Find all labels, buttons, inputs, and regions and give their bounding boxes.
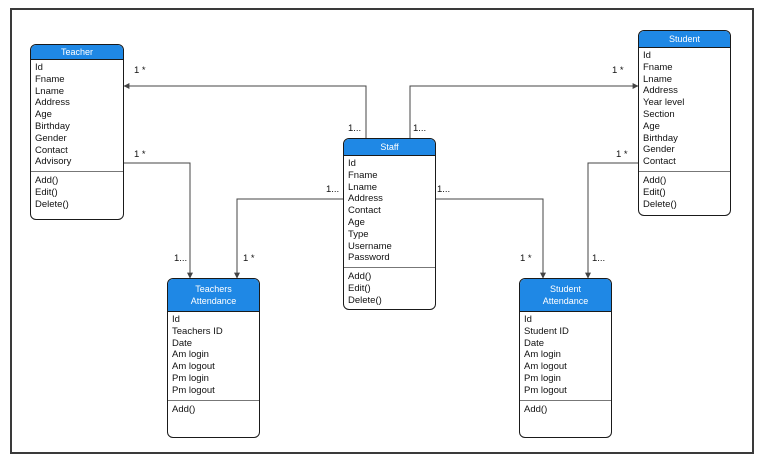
multiplicity-label: 1 * bbox=[134, 149, 146, 160]
link-teacher-teachers-attendance bbox=[124, 162, 193, 279]
attribute-item: Am logout bbox=[524, 361, 567, 373]
attribute-item: Date bbox=[524, 337, 545, 349]
attribute-item: Age bbox=[348, 216, 365, 228]
operation-list: Add()Edit()Delete() bbox=[31, 172, 123, 212]
multiplicity-label: 1 * bbox=[616, 149, 628, 160]
multiplicity-label: 1... bbox=[592, 253, 606, 264]
attribute-item: Age bbox=[35, 109, 52, 121]
operation-item: Add() bbox=[348, 271, 372, 283]
attribute-item: Password bbox=[348, 252, 390, 264]
attribute-item: Contact bbox=[348, 205, 381, 217]
multiplicity-label: 1 * bbox=[612, 65, 624, 76]
operation-list: Add()Edit()Delete() bbox=[639, 172, 730, 212]
operation-list: Add()Edit()Delete() bbox=[344, 268, 435, 308]
multiplicity-label: 1 * bbox=[134, 65, 146, 76]
class-title: Staff bbox=[344, 139, 435, 156]
attribute-item: Pm login bbox=[172, 372, 209, 384]
attribute-item: Username bbox=[348, 240, 392, 252]
link-staff-student bbox=[409, 83, 639, 138]
multiplicity-label: 1... bbox=[348, 123, 362, 134]
link-staff-teachers-attendance bbox=[234, 198, 343, 279]
attribute-item: Student ID bbox=[524, 325, 569, 337]
class-title: Teacher bbox=[31, 45, 123, 60]
multiplicity-label: 1... bbox=[174, 253, 188, 264]
attribute-item: Section bbox=[643, 108, 675, 120]
attribute-item: Am login bbox=[524, 349, 561, 361]
attribute-item: Id bbox=[35, 62, 43, 73]
operation-item: Add() bbox=[643, 174, 667, 186]
operation-item: Edit() bbox=[35, 186, 58, 198]
operation-item: Add() bbox=[524, 403, 548, 415]
multiplicity-label: 1 * bbox=[520, 253, 532, 264]
link-staff-teacher bbox=[123, 83, 367, 138]
multiplicity-label: 1 * bbox=[243, 253, 255, 264]
attribute-item: Lname bbox=[348, 181, 378, 193]
attribute-item: Address bbox=[348, 193, 383, 205]
operation-item: Add() bbox=[35, 175, 59, 187]
operation-item: Add() bbox=[172, 403, 196, 415]
attribute-item: Birthday bbox=[35, 120, 70, 132]
class-title: Teachers Attendance bbox=[168, 279, 259, 312]
attribute-item: Id bbox=[172, 314, 180, 325]
attribute-item: Pm logout bbox=[524, 384, 567, 396]
multiplicity-label: 1... bbox=[326, 184, 340, 195]
class-title: Student bbox=[639, 31, 730, 48]
link-student-student-attendance bbox=[585, 162, 638, 279]
class-title: Student Attendance bbox=[520, 279, 611, 312]
attribute-item: Gender bbox=[35, 132, 67, 144]
attribute-item: Id bbox=[348, 158, 356, 169]
attribute-item: Pm login bbox=[524, 372, 561, 384]
multiplicity-label: 1... bbox=[437, 184, 451, 195]
attribute-item: Fname bbox=[35, 73, 65, 85]
multiplicity-label: 1... bbox=[413, 123, 427, 134]
attribute-item: Contact bbox=[643, 156, 676, 168]
attribute-item: Fname bbox=[643, 61, 673, 73]
attribute-item: Am login bbox=[172, 349, 209, 361]
attribute-item: Age bbox=[643, 120, 660, 132]
attribute-item: Date bbox=[172, 337, 193, 349]
attribute-item: Pm logout bbox=[172, 384, 215, 396]
attribute-item: Address bbox=[643, 85, 678, 97]
attribute-item: Lname bbox=[35, 85, 65, 97]
attribute-item: Teachers ID bbox=[172, 325, 223, 337]
attribute-item: Birthday bbox=[643, 132, 678, 144]
attribute-item: Address bbox=[35, 97, 70, 109]
attribute-item: Year level bbox=[643, 97, 685, 109]
attribute-item: Lname bbox=[643, 73, 673, 85]
attribute-item: Contact bbox=[35, 144, 68, 156]
diagram-frame bbox=[10, 8, 754, 454]
operation-item: Delete() bbox=[348, 294, 382, 306]
operation-item: Edit() bbox=[348, 282, 371, 294]
operation-item: Delete() bbox=[35, 198, 69, 210]
operation-list: Add() bbox=[520, 401, 611, 418]
attribute-item: Fname bbox=[348, 169, 378, 181]
attribute-item: Gender bbox=[643, 144, 675, 156]
operation-list: Add() bbox=[168, 401, 259, 418]
attribute-item: Advisory bbox=[35, 156, 72, 168]
operation-item: Edit() bbox=[643, 186, 666, 198]
attribute-item: Id bbox=[643, 50, 651, 61]
attribute-item: Id bbox=[524, 314, 532, 325]
operation-item: Delete() bbox=[643, 198, 677, 210]
link-staff-student-attendance bbox=[436, 198, 546, 279]
attribute-item: Type bbox=[348, 228, 369, 240]
attribute-item: Am logout bbox=[172, 361, 215, 373]
